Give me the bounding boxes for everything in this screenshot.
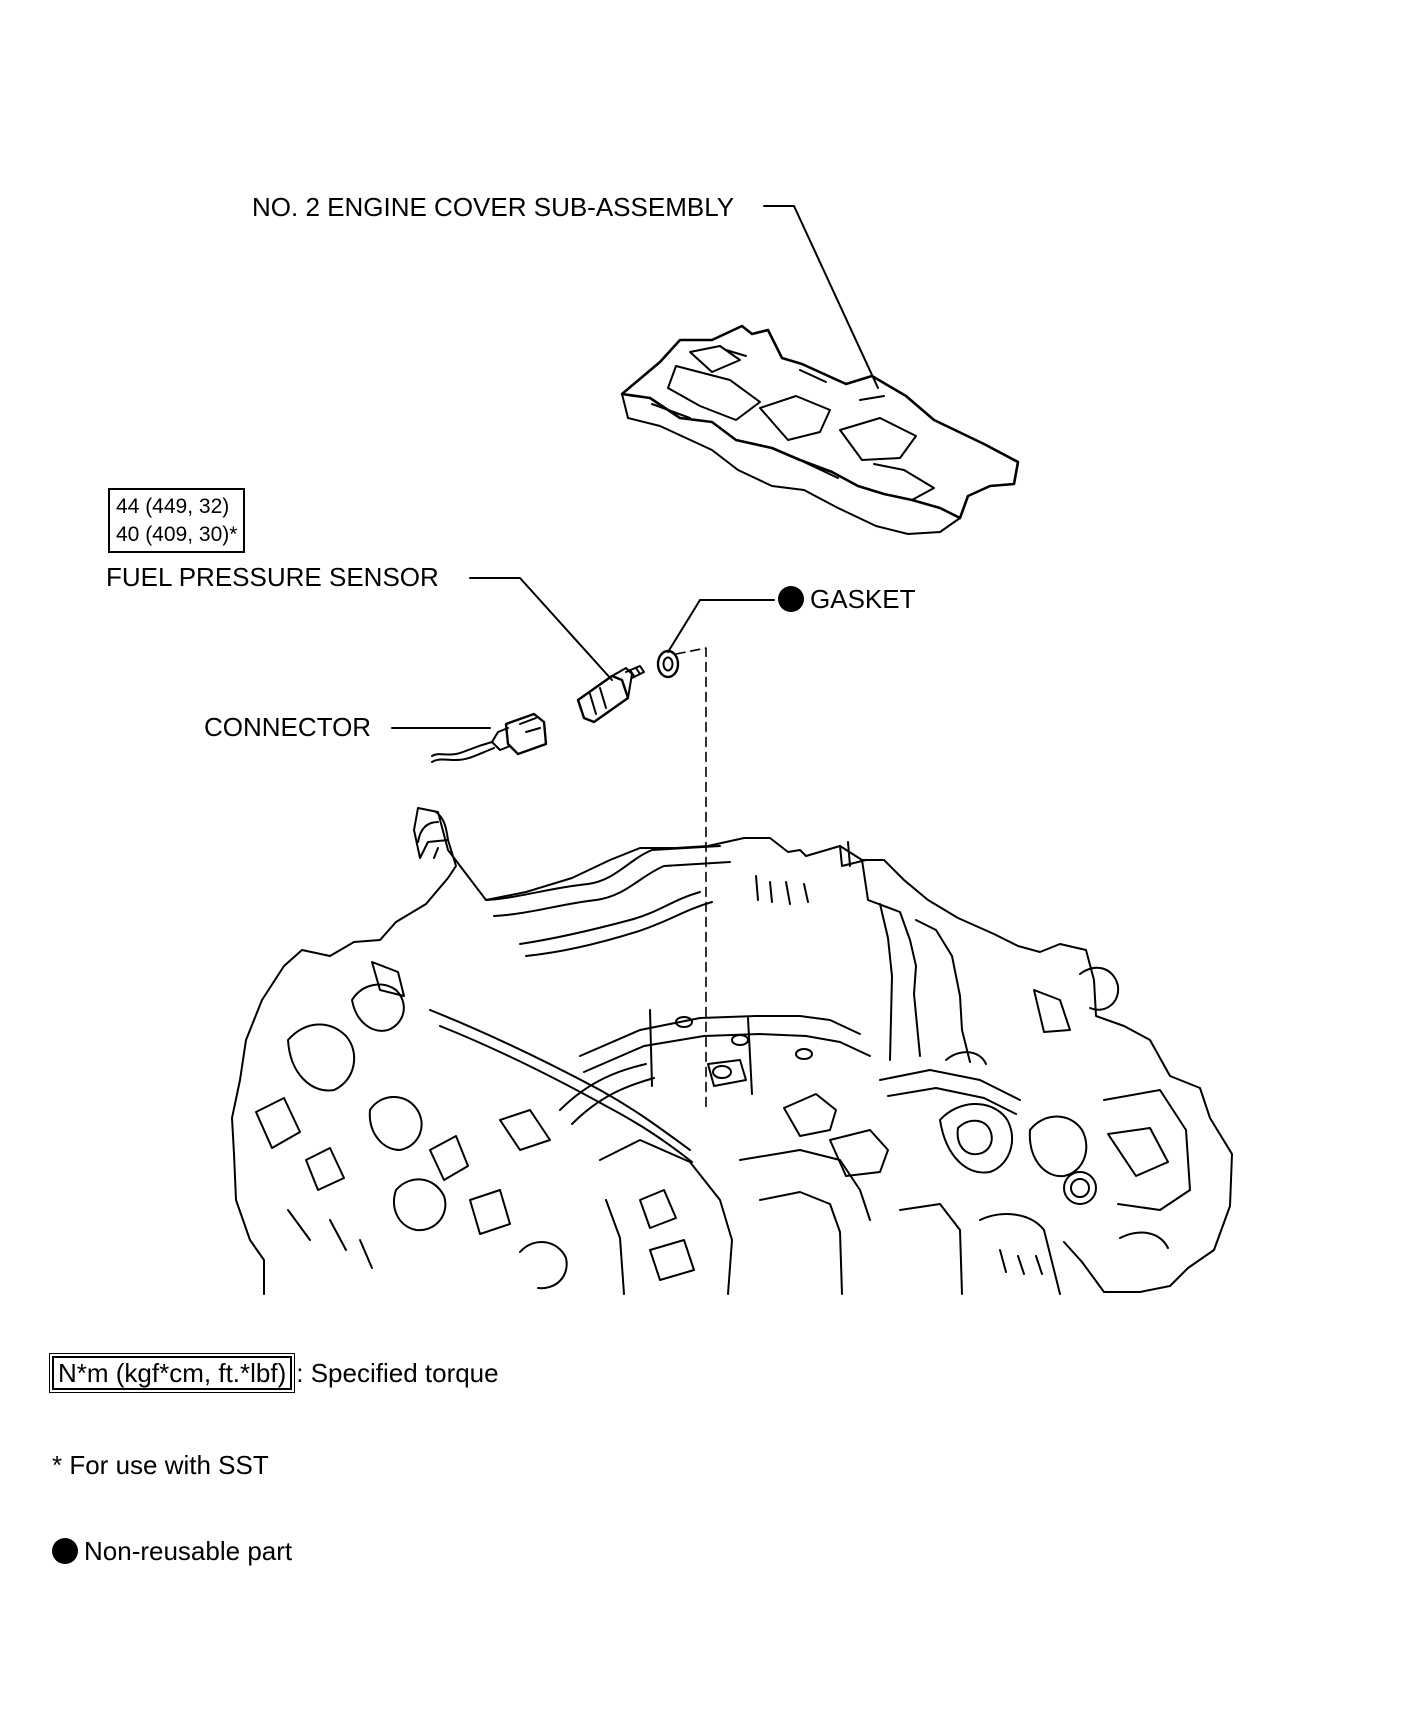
install-axis-dashed: [676, 648, 706, 1108]
engine-drawing: [232, 808, 1232, 1294]
connector-drawing: [432, 714, 546, 762]
legend-torque-desc: : Specified torque: [296, 1358, 499, 1388]
label-gasket-row: GASKET: [778, 584, 915, 614]
label-fuel-pressure-sensor: FUEL PRESSURE SENSOR: [106, 562, 439, 592]
legend-non-reusable: Non-reusable part: [52, 1536, 292, 1566]
label-engine-cover: NO. 2 ENGINE COVER SUB-ASSEMBLY: [252, 192, 735, 222]
legend-sst-note: * For use with SST: [52, 1450, 269, 1480]
leader-fuel-pressure-sensor: [470, 578, 612, 680]
label-gasket: GASKET: [810, 584, 916, 614]
leader-engine-cover: [764, 206, 878, 388]
torque-spec-line-1: 44 (449, 32): [116, 495, 230, 518]
fuel-pressure-sensor-drawing: [578, 666, 644, 722]
legend-torque: N*m (kgf*cm, ft.*lbf): Specified torque: [48, 1353, 499, 1393]
engine-cover-drawing: [622, 326, 1018, 534]
legend-non-reusable-text: Non-reusable part: [84, 1536, 293, 1566]
leader-gasket: [668, 600, 774, 652]
gasket-drawing: [658, 651, 678, 677]
legend-torque-unit-box: N*m (kgf*cm, ft.*lbf): [48, 1353, 296, 1393]
non-reusable-dot-icon: [778, 586, 804, 612]
non-reusable-dot-icon: [52, 1538, 78, 1564]
label-connector: CONNECTOR: [204, 712, 372, 742]
torque-spec-box: 44 (449, 32) 40 (409, 30)*: [108, 488, 246, 553]
torque-spec-line-2: 40 (409, 30)*: [116, 523, 238, 546]
